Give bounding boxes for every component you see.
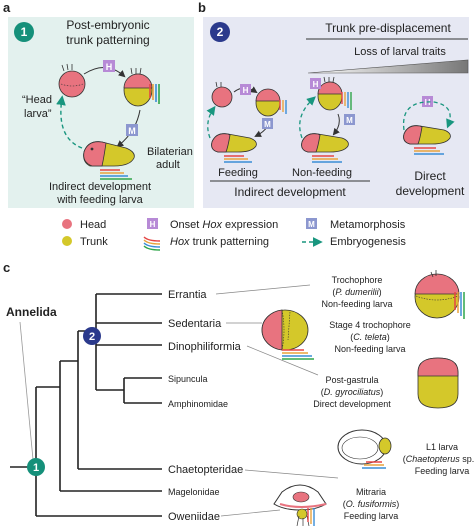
dinophili-line1: Post-gastrula [325,375,378,385]
panel-a-title-line2: trunk patterning [66,33,149,47]
panel-a: a 1 Post-embryonic trunk patterning “Hea… [3,0,194,208]
pointer-lines [215,284,339,517]
metamorphosis-badge [126,124,138,136]
taxon-sipuncula: Sipuncula [168,374,208,384]
taxon-oweniidae: Oweniidae [168,511,220,523]
feeding-badge-m: M [264,120,271,129]
head-larva-label-line2: larva” [24,108,52,120]
panel-a-caption-line1: Indirect development [49,181,151,193]
sedentaria-line1: Stage 4 trochophore [329,320,411,330]
panel-a-number-badge [14,22,34,42]
panel-b: b 2 Trunk pre-displacement Loss of larva… [198,0,469,208]
errantia-trochophore [414,270,465,319]
feeding-label: Feeding [218,167,258,179]
bilaterian-adult [83,141,135,180]
loss-larval-traits-label: Loss of larval traits [354,46,446,58]
adult-label-line2: adult [156,159,180,171]
chaetopt-line1: L1 larva [426,442,458,452]
taxon-magelonidae: Magelonidae [168,487,220,497]
legend-embryogenesis-label: Embryogenesis [330,236,406,248]
dinophili-line3: Direct development [313,399,391,409]
direct-development-cycle: H [402,96,455,155]
panel-b-background [203,17,469,208]
adult-label-line1: Bilaterian [147,146,193,158]
legend-onset-hox-badge-letter: H [150,220,156,229]
panel-b-letter: b [198,0,206,15]
taxon-amphinomidae: Amphinomidae [168,399,228,409]
panel-a-caption-line2: with feeding larva [56,194,143,206]
chaetopt-line3: Feeding larva [415,466,470,476]
panel-c: c Annelida 1 2 Errantia [3,260,474,526]
feeding-cycle: H M [206,81,287,163]
direct-dev-label-line2: development [396,184,465,198]
embryogenesis-arrow [56,95,83,149]
errantia-line2: (P. dumerilii) [332,287,381,297]
nonfeeding-badge-m: M [346,116,353,125]
sedentaria-line2: (C. teleta) [350,332,390,342]
chaetopt-line2: (Chaetopterus sp.) [403,454,474,464]
legend-metamorphosis-label: Metamorphosis [330,219,406,231]
taxon-dinophiliformia: Dinophiliformia [168,341,242,353]
trunk-larva [123,67,160,107]
non-feeding-label: Non-feeding [292,167,352,179]
legend-hox-patterning-swatch [143,236,161,251]
node-1-label: 1 [33,462,39,474]
owenii-line2: (O. fusiformis) [343,499,400,509]
phylogenetic-tree [10,293,162,517]
non-feeding-cycle: H M [299,76,355,163]
panel-a-letter: a [3,0,11,15]
node-2-label: 2 [89,331,95,343]
legend-onset-hox-label: Onset Hox expression [170,219,278,231]
legend-trunk-swatch [62,236,72,246]
legend-head-swatch [62,219,72,229]
loss-larval-traits-wedge [307,59,469,74]
metamorphosis-badge-letter: M [128,126,136,136]
taxon-chaetopteridae: Chaetopteridae [168,464,243,476]
dinophiliformia-post-gastrula [417,357,459,409]
panel-b-number: 2 [217,25,224,39]
sedentaria-trochophore [261,309,314,360]
sedentaria-line3: Non-feeding larva [334,344,405,354]
legend-onset-hox-swatch [147,218,158,229]
legend-metamorphosis-swatch [306,218,317,229]
head-larva-label-line1: “Head [22,94,52,106]
panel-c-letter: c [3,260,10,275]
legend-trunk-label: Trunk [80,236,108,248]
panel-a-title-line1: Post-embryonic [66,18,149,32]
owenii-line1: Mitraria [356,487,386,497]
chaetopterus-l1-larva [337,429,392,469]
node-1-badge [27,458,45,476]
onset-hox-badge-letter: H [106,62,113,72]
direct-dev-label-line1: Direct [414,169,446,183]
indirect-development-label: Indirect development [234,185,346,199]
legend: Head Trunk H Onset Hox expression Hox tr… [62,218,406,251]
legend-head-label: Head [80,219,106,231]
annelida-label: Annelida [6,305,57,319]
errantia-line3: Non-feeding larva [321,299,392,309]
trunk-predisplacement-label: Trunk pre-displacement [325,21,451,35]
panel-a-number: 1 [21,25,28,39]
dinophili-line2: (D. gyrociliatus) [321,387,384,397]
errantia-line1: Trochophore [332,275,383,285]
nonfeeding-badge-h: H [313,80,319,89]
onset-hox-badge [103,60,115,72]
taxon-sedentaria: Sedentaria [168,318,222,330]
legend-metamorphosis-badge-letter: M [308,220,315,229]
taxon-errantia: Errantia [168,289,207,301]
head-larva-embryo [58,63,86,98]
owenii-line3: Feeding larva [344,511,399,521]
node-2-badge [83,327,101,345]
panel-b-number-badge [210,22,230,42]
oweniidae-mitraria [273,484,327,526]
legend-hox-patterning-label: Hox trunk patterning [170,236,269,248]
annelida-pointer [19,321,35,471]
feeding-badge-h: H [243,86,249,95]
